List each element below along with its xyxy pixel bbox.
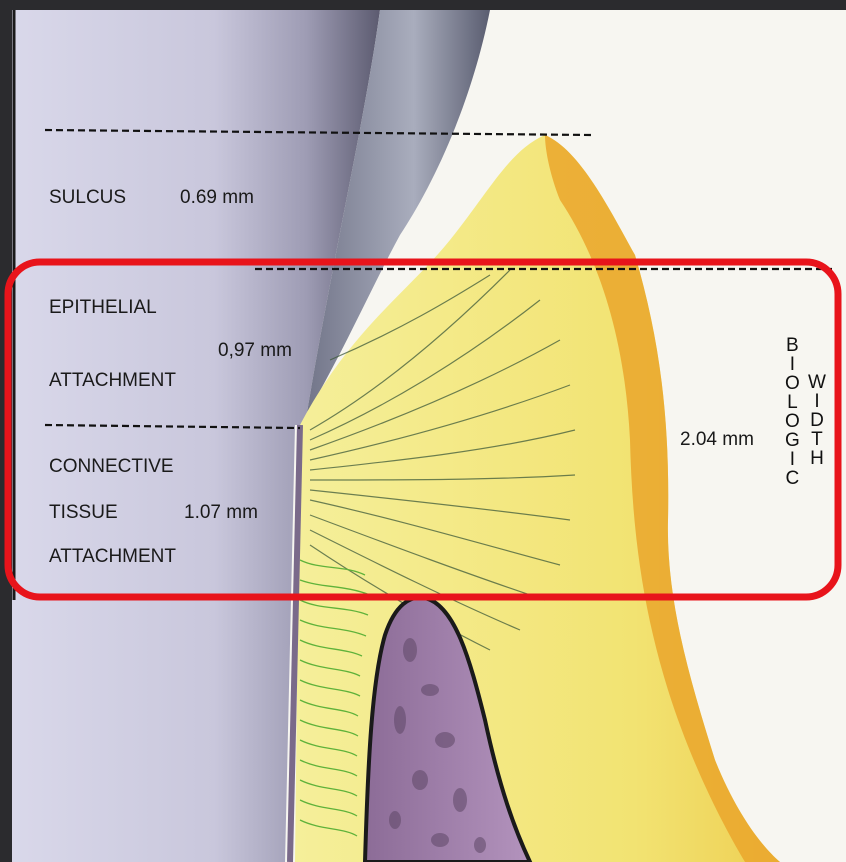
- width-letter: H: [810, 449, 824, 468]
- tissue-label: TISSUE: [49, 503, 118, 522]
- width-letter: D: [810, 411, 824, 430]
- biologic-width-value: 2.04 mm: [680, 430, 754, 449]
- connective-value: 1.07 mm: [184, 503, 258, 522]
- epithelial-label: EPITHELIAL: [49, 298, 157, 317]
- biologic-letter: O: [785, 412, 800, 431]
- biologic-vertical-label: B I O L O G I C: [785, 336, 800, 488]
- sulcus-value: 0.69 mm: [180, 188, 254, 207]
- biologic-letter: O: [785, 374, 800, 393]
- biologic-letter: I: [790, 355, 795, 374]
- biologic-letter: I: [790, 450, 795, 469]
- width-vertical-label: W I D T H: [808, 373, 826, 468]
- biologic-letter: L: [787, 393, 798, 412]
- epithelial-value: 0,97 mm: [218, 341, 292, 360]
- biologic-letter: C: [786, 469, 800, 488]
- connective-attachment-label: ATTACHMENT: [49, 547, 176, 566]
- biologic-letter: G: [785, 431, 800, 450]
- epithelial-attachment-label: ATTACHMENT: [49, 371, 176, 390]
- width-letter: W: [808, 373, 826, 392]
- width-letter: T: [811, 430, 823, 449]
- width-letter: I: [814, 392, 819, 411]
- sulcus-label: SULCUS: [49, 188, 126, 207]
- biologic-letter: B: [786, 336, 799, 355]
- connective-label: CONNECTIVE: [49, 457, 174, 476]
